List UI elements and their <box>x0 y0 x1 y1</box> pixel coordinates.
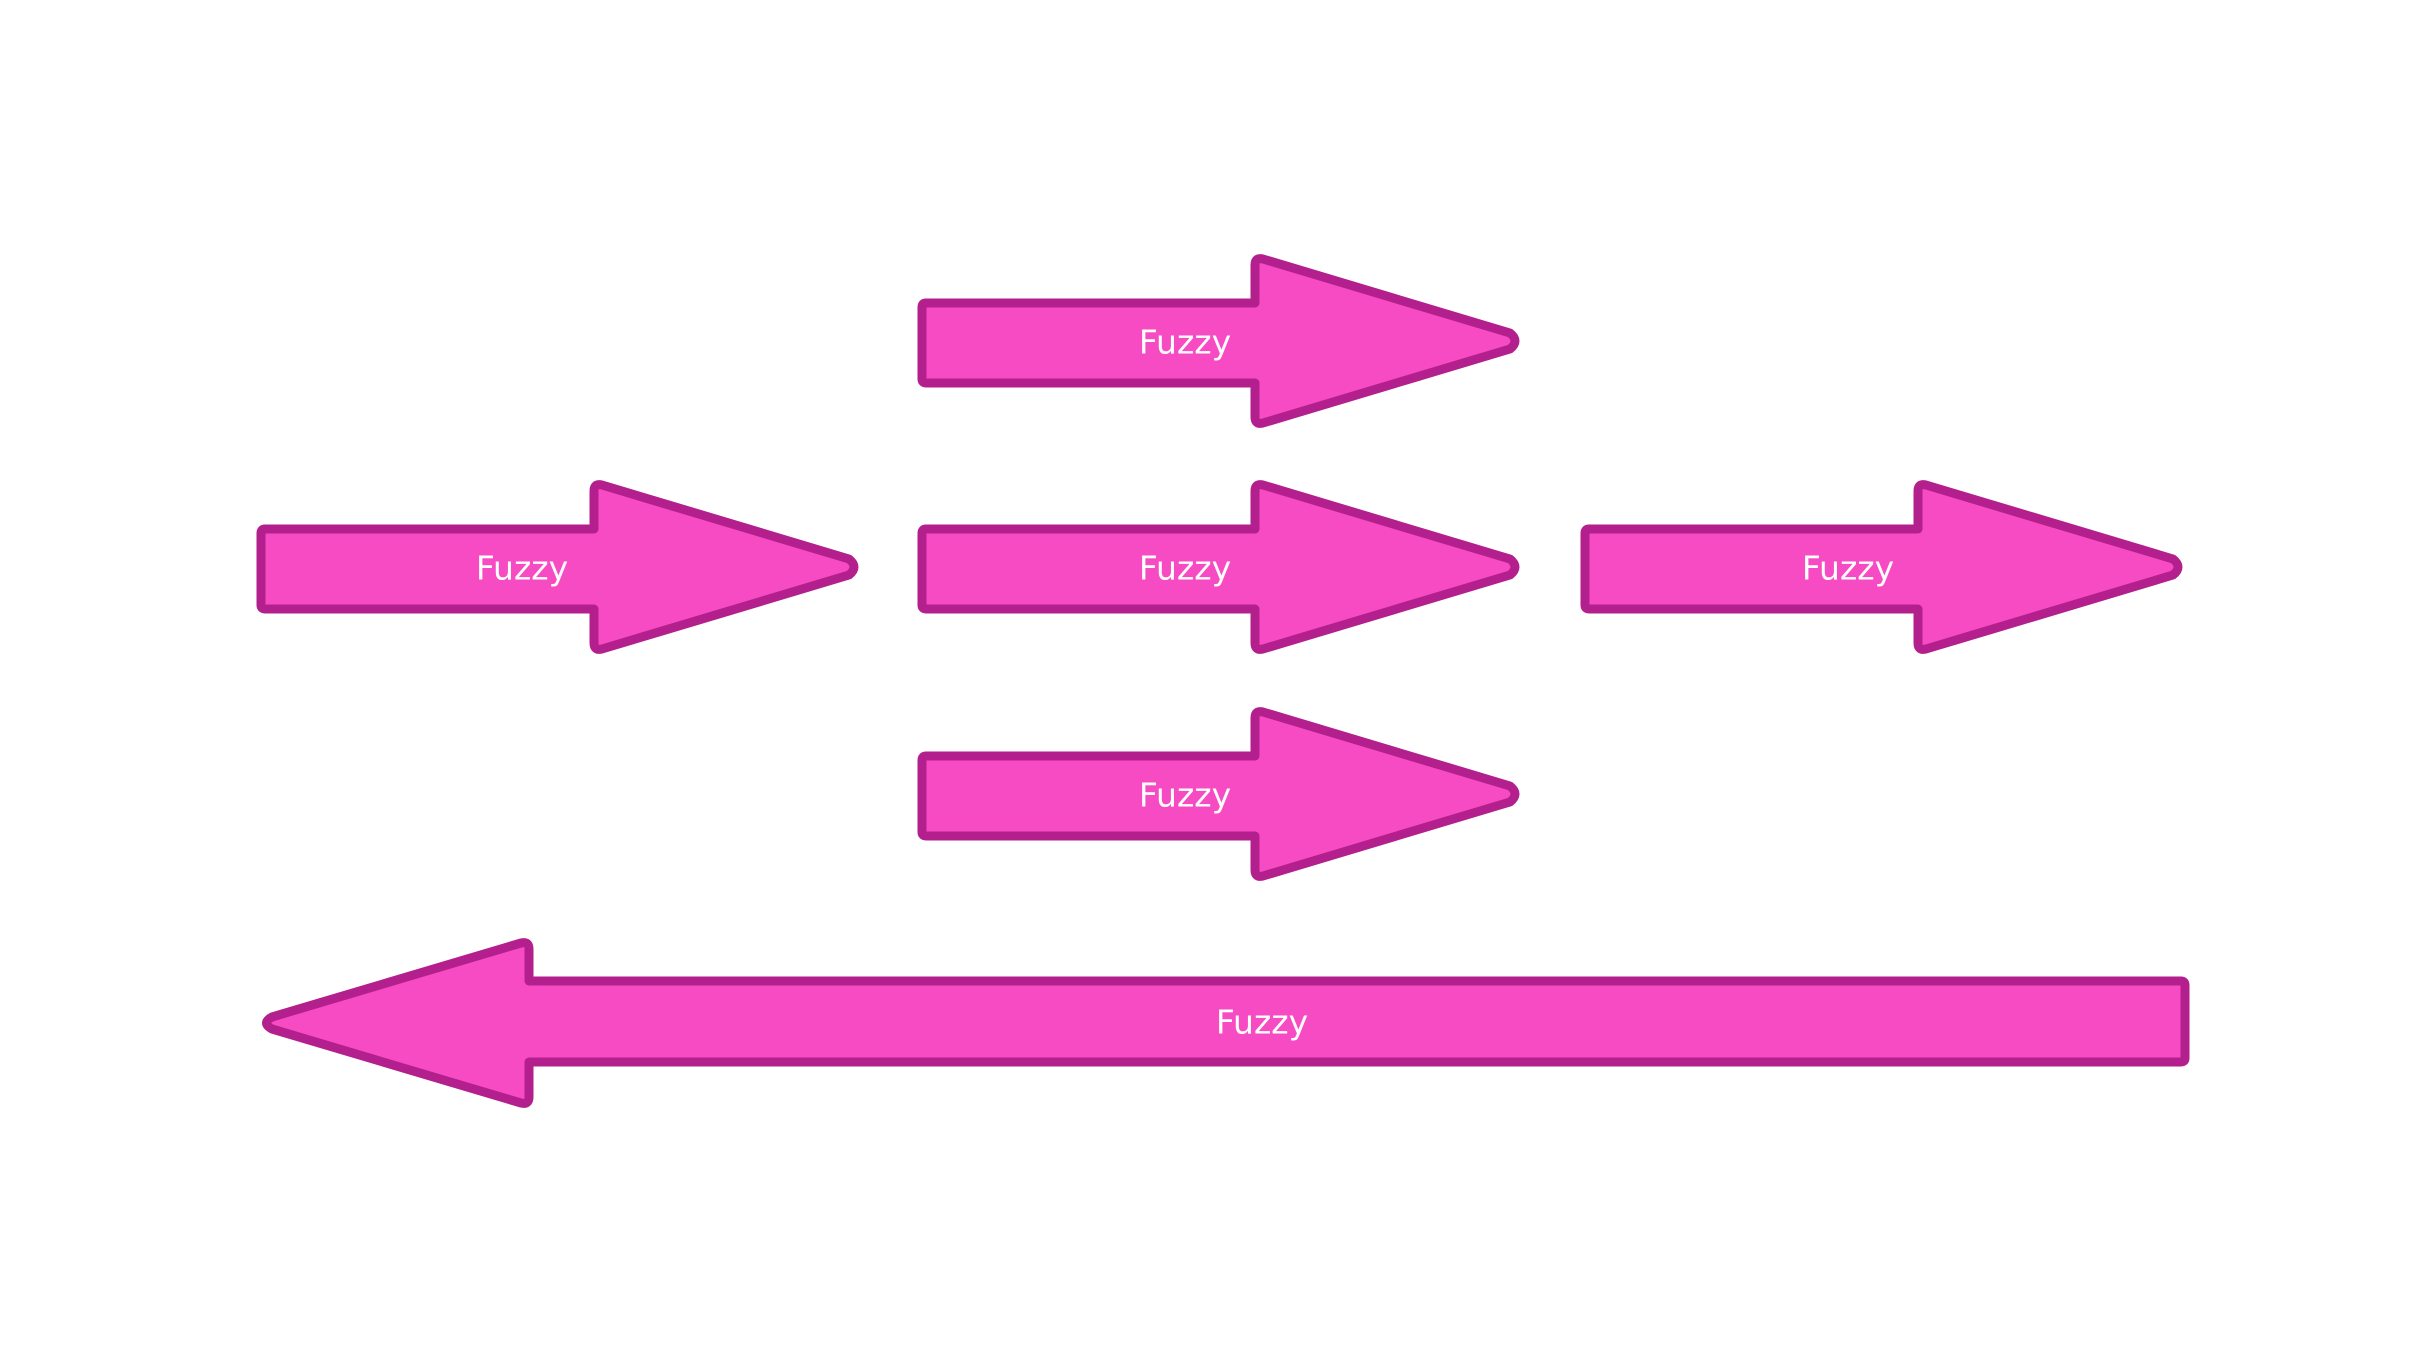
arrow-bottom-long-shape <box>262 938 2190 1108</box>
arrow-middle-left-label: Fuzzy <box>476 549 568 588</box>
arrow-middle-center-shape <box>917 480 1520 654</box>
arrow-middle-center-label: Fuzzy <box>1139 549 1231 588</box>
arrow-middle-right[interactable]: Fuzzy <box>1580 480 2183 654</box>
arrow-top-shape <box>917 254 1520 428</box>
arrow-top[interactable]: Fuzzy <box>917 254 1520 428</box>
arrow-lower[interactable]: Fuzzy <box>917 707 1520 881</box>
arrow-middle-left-shape <box>256 480 859 654</box>
arrow-middle-right-shape <box>1580 480 2183 654</box>
arrow-middle-right-label: Fuzzy <box>1802 549 1894 588</box>
arrow-lower-shape <box>917 707 1520 881</box>
arrow-middle-center[interactable]: Fuzzy <box>917 480 1520 654</box>
arrow-bottom-long-label: Fuzzy <box>1216 1003 1308 1042</box>
arrow-lower-label: Fuzzy <box>1139 776 1231 815</box>
arrow-bottom-long[interactable]: Fuzzy <box>262 938 2190 1108</box>
arrow-top-label: Fuzzy <box>1139 323 1231 362</box>
arrow-middle-left[interactable]: Fuzzy <box>256 480 859 654</box>
